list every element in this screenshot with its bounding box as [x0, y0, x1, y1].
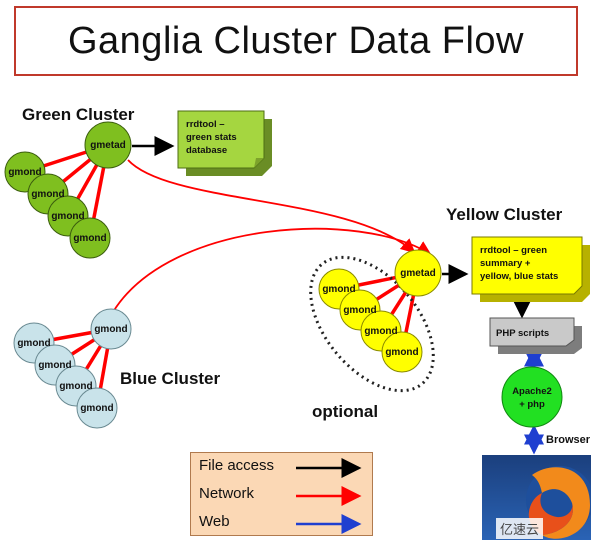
legend-network: Network: [199, 485, 255, 502]
blue-cluster-nodes: gmond gmond gmond gmond gmond: [13, 308, 132, 429]
gmond-node: [69, 217, 111, 259]
yellow-cluster-label: Yellow Cluster: [446, 205, 563, 224]
gmond-label: gmond: [31, 189, 64, 200]
php-scripts-label: PHP scripts: [496, 328, 549, 339]
green-rrd-line: database: [186, 145, 227, 156]
green-to-yellow-network-arrow: [127, 159, 416, 254]
optional-ellipse: [309, 255, 435, 393]
optional-label: optional: [312, 402, 379, 421]
gmond-label: gmond: [51, 211, 84, 222]
yellow-rrd-line: yellow, blue stats: [480, 271, 558, 282]
gmond-node: [381, 331, 423, 373]
gmond-label: gmond: [364, 326, 397, 337]
gmond-label: gmond: [385, 347, 418, 358]
gmond-label: gmond: [38, 360, 71, 371]
yellow-rrd-line: summary +: [480, 258, 531, 269]
blue-cluster-label: Blue Cluster: [120, 369, 221, 388]
php-scripts-box: PHP scripts: [489, 317, 582, 354]
green-rrd-line: green stats: [186, 132, 237, 143]
browser-label: Browser: [546, 434, 591, 446]
gmond-node: [90, 308, 132, 350]
apache-node: Apache2 + php: [501, 366, 563, 428]
blue-to-yellow-network-arrow: [112, 227, 432, 313]
watermark: 亿速云: [496, 518, 544, 539]
gmond-node: [76, 387, 118, 429]
gmond-label: gmond: [17, 338, 50, 349]
gmetad-node: [84, 121, 132, 169]
green-rrdtool-box: rrdtool – green stats database: [177, 110, 272, 176]
apache-circle: [501, 366, 563, 428]
green-cluster-nodes: gmond gmond gmond gmond gmetad: [4, 121, 132, 259]
gmond-label: gmond: [94, 324, 127, 335]
diagram-title: Ganglia Cluster Data Flow: [67, 19, 524, 62]
apache-label-line: + php: [519, 399, 545, 410]
green-cluster-label: Green Cluster: [22, 105, 135, 124]
yellow-cluster-nodes: gmond gmond gmond gmond gmetad: [318, 249, 442, 373]
green-rrd-line: rrdtool –: [186, 119, 225, 130]
gmond-label: gmond: [59, 381, 92, 392]
gmetad-node: [394, 249, 442, 297]
gmond-label: gmond: [343, 305, 376, 316]
legend-swatches: [296, 458, 362, 534]
yellow-rrd-line: rrdtool – green: [480, 245, 547, 256]
gmond-label: gmond: [80, 403, 113, 414]
apache-label-line: Apache2: [512, 386, 552, 397]
title-box: Ganglia Cluster Data Flow: [14, 6, 578, 76]
gmond-label: gmond: [8, 167, 41, 178]
gmond-label: gmond: [73, 233, 106, 244]
legend: File access Network Web: [190, 452, 373, 536]
legend-file-access: File access: [199, 457, 275, 474]
gmetad-label: gmetad: [400, 268, 436, 279]
legend-web: Web: [199, 513, 230, 530]
gmetad-label: gmetad: [90, 140, 126, 151]
gmond-label: gmond: [322, 284, 355, 295]
yellow-rrdtool-box: rrdtool – green summary + yellow, blue s…: [471, 236, 590, 302]
